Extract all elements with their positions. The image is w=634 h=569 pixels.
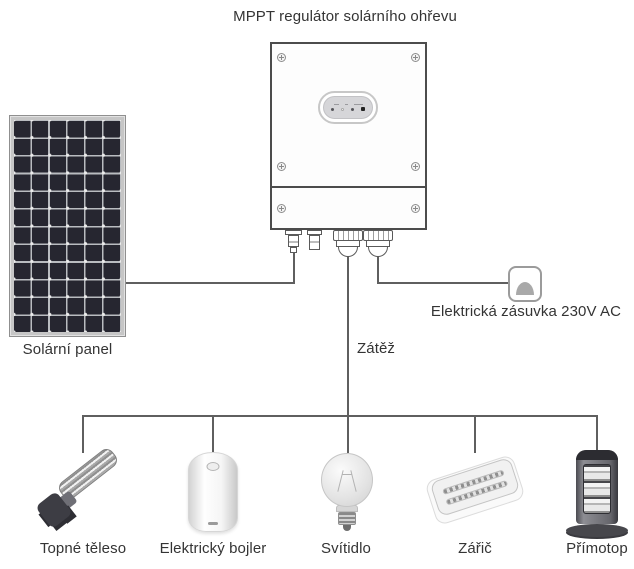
wire-ac-horizontal	[377, 282, 508, 284]
mc4-connector-icon	[285, 230, 302, 253]
led-icon	[351, 107, 354, 111]
wire-drop-boiler	[212, 415, 214, 453]
screw-icon	[411, 162, 420, 171]
radiant-emitter-icon	[424, 453, 526, 527]
led-icon	[331, 107, 334, 111]
solar-panel-image	[9, 115, 126, 337]
screw-icon	[277, 53, 286, 62]
light-bulb-icon	[320, 453, 374, 537]
device-label-light: Svítidlo	[321, 540, 371, 557]
solar-panel-cells	[14, 120, 121, 332]
boiler-icon	[188, 452, 238, 536]
regulator-display-labels	[333, 104, 363, 105]
led-icon	[361, 107, 365, 111]
screw-icon	[411, 53, 420, 62]
wire-pv-vertical	[293, 251, 295, 284]
mc4-connector-icon	[307, 230, 322, 250]
device-label-emitter: Zářič	[458, 540, 492, 557]
device-label-boiler: Elektrický bojler	[159, 540, 267, 557]
heating-element-icon	[33, 445, 133, 538]
cable-gland-icon	[333, 230, 363, 257]
screw-icon	[411, 204, 420, 213]
device-label-tower-heater: Přímotop	[566, 540, 628, 557]
socket-dome	[516, 282, 534, 295]
wire-ac-vertical	[377, 256, 379, 284]
wire-load-vertical	[347, 256, 349, 453]
power-socket-icon	[508, 266, 542, 302]
led-icon	[341, 107, 344, 111]
wire-load-bus	[82, 415, 598, 417]
load-label: Zátěž	[357, 340, 396, 357]
screw-icon	[277, 204, 286, 213]
mppt-regulator-image	[270, 42, 427, 230]
regulator-display-inner	[323, 96, 373, 119]
regulator-display	[318, 91, 378, 124]
wire-drop-tower-heater	[596, 415, 598, 453]
wire-drop-heating-element	[82, 415, 84, 453]
screw-icon	[277, 162, 286, 171]
socket-label: Elektrická zásuvka 230V AC	[430, 303, 622, 320]
regulator-indicator-leds	[331, 107, 365, 111]
regulator-divider	[272, 186, 425, 188]
tower-heater-icon	[566, 450, 628, 537]
diagram-title: MPPT regulátor solárního ohřevu	[233, 8, 457, 25]
solar-panel-label: Solární panel	[22, 341, 113, 358]
wire-pv-horizontal	[125, 282, 295, 284]
cable-gland-icon	[363, 230, 393, 257]
wire-drop-emitter	[474, 415, 476, 453]
device-label-heating-element: Topné těleso	[39, 540, 127, 557]
